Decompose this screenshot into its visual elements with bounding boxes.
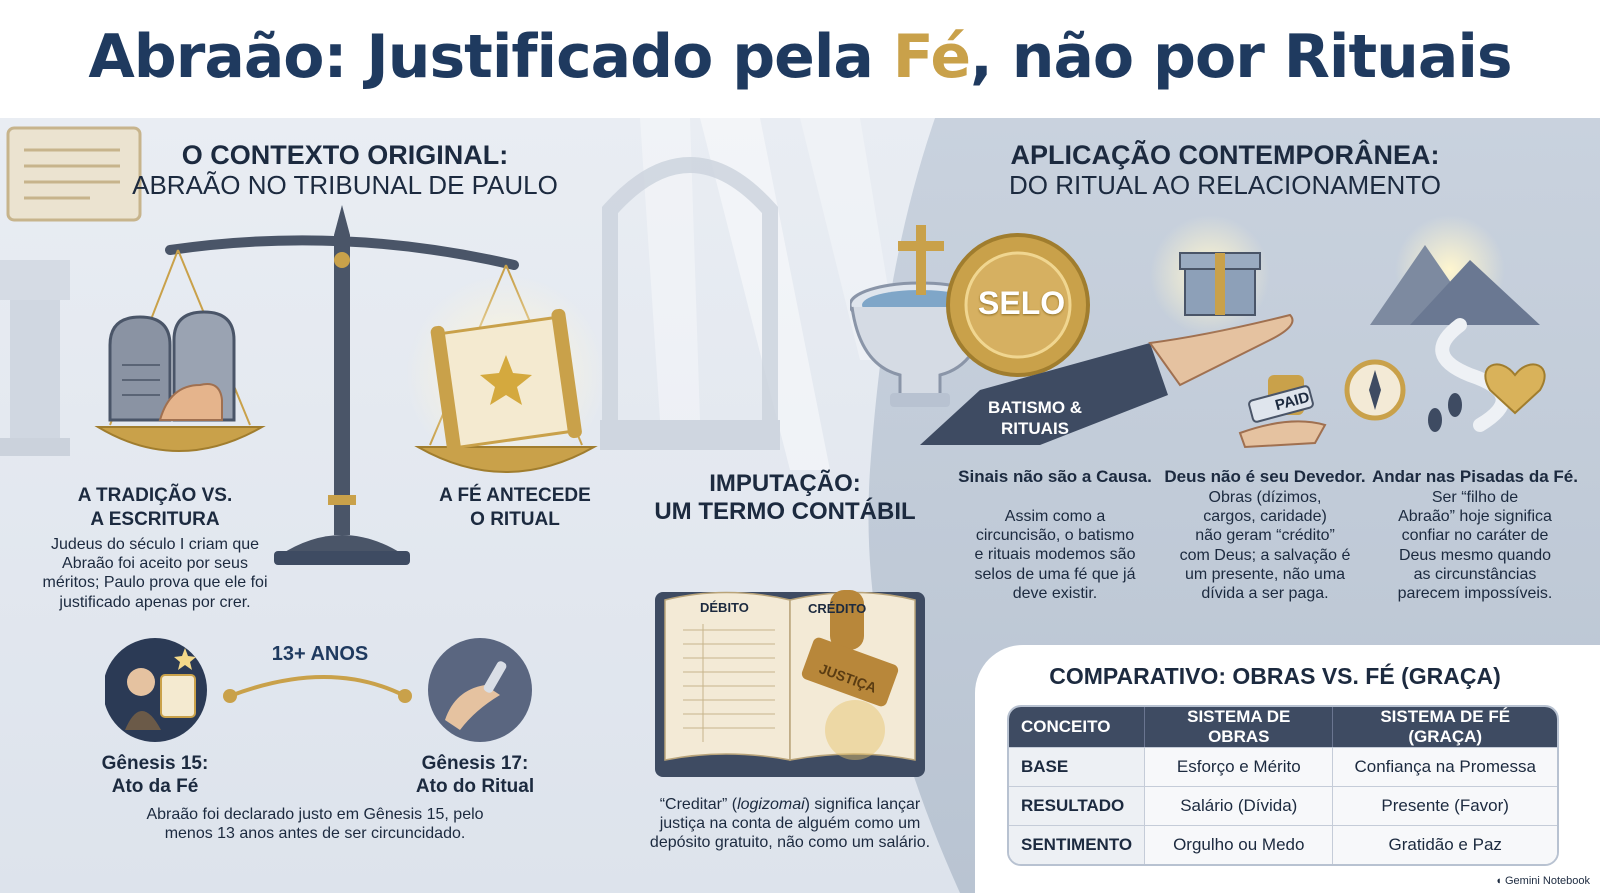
table-cell: SENTIMENTO	[1009, 825, 1145, 864]
tradition-label-line: A TRADIÇÃO VS.	[77, 485, 233, 506]
ledger-credit: CRÉDITO	[808, 601, 867, 616]
col1-line: e rituais modemos são	[974, 546, 1136, 564]
ritual-banner-line: RITUAIS	[1001, 419, 1069, 438]
col1-line: circuncisão, o batismo	[975, 527, 1135, 545]
scale-illustration	[94, 205, 606, 565]
imputation-text-emphasis: logizomai	[737, 796, 805, 813]
timeline-text-line: menos 13 anos antes de ser circuncidado.	[164, 825, 466, 843]
col1-text: Assim como a circuncisão, o batismo e ri…	[945, 507, 1165, 603]
title-text-1: Abraão: Justificado pela	[88, 22, 893, 92]
faith-label-line: O RITUAL	[470, 509, 560, 530]
table-header-row: CONCEITO SISTEMA DE OBRAS SISTEMA DE FÉ …	[1009, 707, 1557, 747]
table-cell: Orgulho ou Medo	[1144, 825, 1333, 864]
table-cell: BASE	[1009, 747, 1145, 786]
col2-title: Deus não é seu Devedor.	[1164, 467, 1366, 486]
credit-text: Gemini Notebook	[1505, 875, 1590, 887]
tradition-text-line: Judeus do século I criam que	[50, 536, 260, 553]
left-heading: O CONTEXTO ORIGINAL:	[181, 140, 509, 170]
col2-line: dívida a ser paga.	[1201, 584, 1329, 602]
col3-line: as circunstâncias	[1413, 565, 1537, 583]
col3-line: Deus mesmo quando	[1398, 546, 1552, 564]
comparison-panel: COMPARATIVO: OBRAS VS. FÉ (GRAÇA) CONCEI…	[975, 645, 1600, 893]
imputation-text-part: ) significa lançar	[804, 796, 921, 813]
title-bar: Abraão: Justificado pela Fé, não por Rit…	[0, 0, 1600, 118]
timeline-gap: 13+ ANOS	[271, 643, 369, 665]
ledger-debit: DÉBITO	[700, 600, 749, 615]
genesis-17-label: Gênesis 17: Ato do Ritual	[390, 752, 560, 798]
col3-line: parecem impossíveis.	[1397, 584, 1553, 602]
right-subheading: DO RITUAL AO RELACIONAMENTO	[1009, 170, 1441, 200]
tradition-text-line: méritos; Paulo prova que ele foi	[42, 574, 268, 592]
tradition-text-line: Abraão foi aceito por seus	[62, 555, 248, 573]
col3-text: Ser “filho de Abraão” hoje significa con…	[1365, 488, 1585, 603]
col1-line: Assim como a	[1004, 508, 1106, 525]
table-header: CONCEITO	[1009, 707, 1145, 747]
table-row: BASE Esforço e Mérito Confiança na Prome…	[1009, 747, 1557, 786]
genesis-17-line: Ato do Ritual	[415, 776, 535, 797]
col2-line: não geram “crédito”	[1195, 527, 1335, 545]
tradition-label-line: A ESCRITURA	[90, 509, 220, 530]
genesis-17-line: Gênesis 17:	[421, 753, 529, 774]
left-subheading: ABRAÃO NO TRIBUNAL DE PAULO	[132, 170, 558, 200]
tradition-text-line: justificado apenas por crer.	[59, 593, 251, 611]
faith-label: A FÉ ANTECEDE O RITUAL	[415, 484, 615, 532]
col1-title: Sinais não são a Causa.	[958, 467, 1152, 486]
gemini-logo-icon: ◖	[1495, 875, 1502, 887]
tradition-text: Judeus do século I criam que Abraão foi …	[25, 535, 285, 612]
title-highlight: Fé	[892, 22, 971, 92]
ritual-banner-line: BATISMO &	[987, 398, 1083, 417]
table-header: SISTEMA DE OBRAS	[1144, 707, 1333, 747]
table-cell: Esforço e Mérito	[1144, 747, 1333, 786]
col2-line: com Deus; a salvação é	[1179, 546, 1351, 564]
col3-line: Ser “filho de	[1431, 489, 1519, 506]
genesis-15-label: Gênesis 15: Ato da Fé	[70, 752, 240, 798]
imputation-heading: IMPUTAÇÃO: UM TERMO CONTÁBIL	[640, 470, 930, 526]
col2-line: um presente, não uma	[1184, 565, 1346, 583]
table-cell: Gratidão e Paz	[1332, 825, 1557, 864]
comparison-table: CONCEITO SISTEMA DE OBRAS SISTEMA DE FÉ …	[1007, 705, 1559, 866]
imputation-heading-line: IMPUTAÇÃO:	[709, 470, 861, 497]
timeline-illustration	[105, 638, 532, 742]
table-row: RESULTADO Salário (Dívida) Presente (Fav…	[1009, 786, 1557, 825]
ledger-illustration	[655, 590, 925, 777]
tradition-label: A TRADIÇÃO VS. A ESCRITURA	[55, 484, 255, 532]
imputation-text-line: depósito gratuito, não como um salário.	[649, 834, 931, 852]
seal-text: SELO	[978, 285, 1066, 321]
imputation-text-line: “Creditar” (logizomai) significa lançar	[630, 795, 950, 814]
genesis-15-line: Gênesis 15:	[101, 753, 209, 774]
table-header: SISTEMA DE FÉ (GRAÇA)	[1332, 707, 1557, 747]
ritual-banner: BATISMO & RITUAIS	[980, 397, 1090, 439]
imputation-text-line: justiça na conta de alguém como um	[659, 815, 921, 833]
credit: ◖ Gemini Notebook	[1495, 875, 1590, 887]
table-cell: Presente (Favor)	[1332, 786, 1557, 825]
col1-line: selos de uma fé que já	[974, 565, 1136, 583]
right-heading: APLICAÇÃO CONTEMPORÂNEA:	[1010, 140, 1440, 170]
comparison-title: COMPARATIVO: OBRAS VS. FÉ (GRAÇA)	[1049, 663, 1501, 689]
timeline-text-line: Abraão foi declarado justo em Gênesis 15…	[146, 806, 484, 823]
imputation-text: “Creditar” (logizomai) significa lançar …	[630, 795, 950, 853]
faith-label-line: A FÉ ANTECEDE	[439, 485, 591, 506]
col2-line: Obras (dízimos,	[1208, 489, 1322, 506]
col3-line: confiar no caráter de	[1401, 527, 1549, 545]
table-cell: Confiança na Promessa	[1332, 747, 1557, 786]
genesis-15-line: Ato da Fé	[111, 776, 199, 797]
title-text-2: , não por Rituais	[970, 22, 1513, 92]
main-title: Abraão: Justificado pela Fé, não por Rit…	[0, 22, 1600, 92]
imputation-heading-line: UM TERMO CONTÁBIL	[654, 498, 916, 525]
imputation-text-part: “Creditar” (	[659, 796, 738, 813]
col3-title: Andar nas Pisadas da Fé.	[1372, 467, 1578, 486]
table-row: SENTIMENTO Orgulho ou Medo Gratidão e Pa…	[1009, 825, 1557, 864]
col2-line: cargos, caridade)	[1203, 508, 1327, 526]
col1-line: deve existir.	[1012, 584, 1098, 602]
table-cell: Salário (Dívida)	[1144, 786, 1333, 825]
col3-line: Abraão” hoje significa	[1398, 508, 1552, 526]
table-cell: RESULTADO	[1009, 786, 1145, 825]
contemporary-illustration	[850, 215, 1546, 449]
col2-text: Obras (dízimos, cargos, caridade) não ge…	[1155, 488, 1375, 603]
timeline-text: Abraão foi declarado justo em Gênesis 15…	[120, 805, 510, 843]
